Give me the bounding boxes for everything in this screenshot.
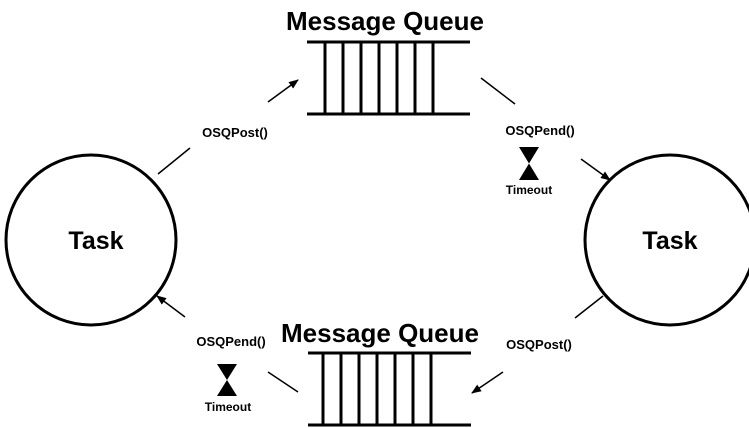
bottom-message-queue: Message Queue <box>281 318 479 427</box>
top-left-connector <box>157 147 191 175</box>
bottom-left-call-label: OSQPend() <box>196 334 265 349</box>
top-right-call-label: OSQPend() <box>505 123 574 138</box>
bottom-queue-slots <box>321 353 433 425</box>
right-task-label: Task <box>642 227 697 255</box>
bottom-right-arrow <box>471 371 504 394</box>
bottom-right-connector <box>574 295 604 319</box>
top-timeout: Timeout <box>506 147 552 197</box>
top-queue-slots <box>323 42 435 114</box>
top-timeout-label: Timeout <box>506 183 552 197</box>
hourglass-icon <box>519 147 539 180</box>
hourglass-icon <box>217 364 237 396</box>
bottom-right-call-label: OSQPost() <box>506 337 572 352</box>
top-queue-title: Message Queue <box>286 6 484 36</box>
bottom-timeout: Timeout <box>205 364 251 414</box>
bottom-left-arrow <box>156 295 186 318</box>
left-task: Task <box>4 153 178 327</box>
bottom-queue-title: Message Queue <box>281 318 479 348</box>
right-task: Task <box>583 153 749 327</box>
top-right-arrow <box>580 158 611 181</box>
left-task-circle <box>4 153 178 327</box>
bottom-timeout-label: Timeout <box>205 400 251 414</box>
right-task-circle <box>583 153 749 327</box>
top-right-connector <box>480 77 516 105</box>
top-left-arrow <box>267 79 299 103</box>
top-message-queue: Message Queue <box>286 6 484 116</box>
top-left-call-label: OSQPost() <box>202 125 268 140</box>
left-task-label: Task <box>68 227 123 255</box>
bottom-left-connector <box>267 371 299 393</box>
